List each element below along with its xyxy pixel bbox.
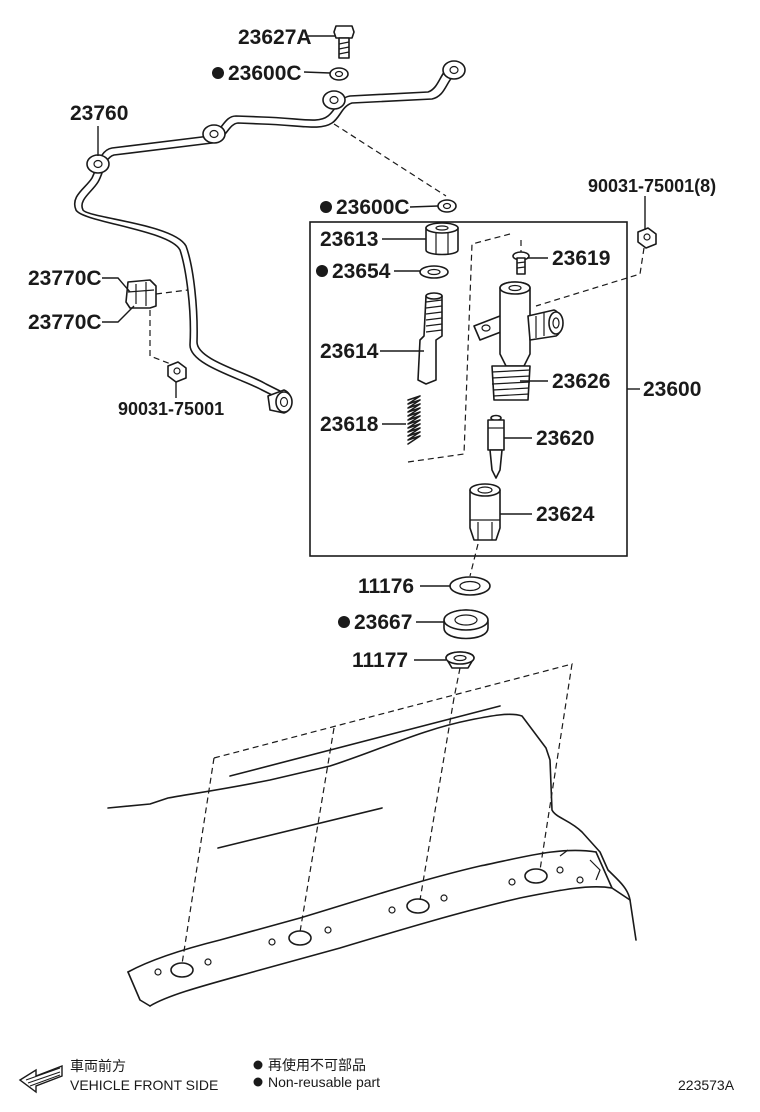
label-23614: 23614	[320, 340, 379, 363]
legend-dot-icon	[253, 1077, 263, 1087]
label-23600C-mid: 23600C	[336, 196, 410, 219]
label-23619: 23619	[552, 247, 610, 270]
label-23613: 23613	[320, 228, 378, 251]
gasket-23600C-mid	[437, 199, 457, 213]
washer-23654	[419, 265, 449, 279]
vehicle-front-arrow-icon	[18, 1064, 63, 1094]
part-labels: 23627A 23600C 23760 23600C 90031-75001(8…	[28, 26, 716, 672]
figure-code: 223573A	[678, 1077, 735, 1093]
legend-dot-icon	[253, 1060, 263, 1070]
label-23600: 23600	[643, 378, 701, 401]
legend-front-jp: 車両前方	[70, 1058, 126, 1074]
label-23667: 23667	[354, 611, 412, 634]
union-bolt-23627A	[333, 25, 355, 59]
label-23770C-top: 23770C	[28, 267, 102, 290]
cylinder-head-outline	[107, 705, 637, 1007]
label-90031-75001: 90031-75001	[118, 399, 224, 419]
clamp-23770C	[125, 279, 157, 309]
mounting-guide-lines	[181, 663, 573, 965]
seat-11177	[445, 651, 475, 669]
label-90031-75001-8: 90031-75001(8)	[588, 176, 716, 196]
screw-23619	[512, 251, 530, 275]
pressure-pin-23614	[417, 292, 443, 385]
legend: 車両前方 VEHICLE FRONT SIDE 再使用不可部品 Non-reus…	[18, 1057, 735, 1094]
label-23627A: 23627A	[238, 26, 312, 49]
label-23770C-bottom: 23770C	[28, 311, 102, 334]
label-23760: 23760	[70, 102, 128, 125]
non-reusable-dot-23667	[338, 616, 350, 628]
label-23654: 23654	[332, 260, 391, 283]
nozzle-23620	[487, 414, 505, 479]
label-23624: 23624	[536, 503, 595, 526]
retaining-nut-23624	[469, 483, 501, 541]
spring-23618	[407, 395, 421, 445]
label-11176: 11176	[358, 575, 414, 598]
legend-nonreuse-en: Non-reusable part	[268, 1074, 380, 1090]
fuel-return-pipe	[73, 60, 466, 414]
label-23620: 23620	[536, 427, 594, 450]
gasket-23667	[443, 609, 489, 640]
legend-nonreuse-jp: 再使用不可部品	[268, 1057, 366, 1073]
label-23618: 23618	[320, 413, 379, 436]
label-23626: 23626	[552, 370, 610, 393]
nut-90031-75001	[167, 361, 187, 383]
legend-front-en: VEHICLE FRONT SIDE	[70, 1077, 218, 1093]
nut-23613	[425, 222, 459, 256]
non-reusable-dot-23600C-mid	[320, 201, 332, 213]
gasket-23600C-top	[329, 67, 349, 81]
non-reusable-dot-23600C-top	[212, 67, 224, 79]
label-11177: 11177	[352, 649, 408, 672]
non-reusable-dot-23654	[316, 265, 328, 277]
leader-lines	[97, 35, 646, 661]
injector-holder-23626	[473, 281, 564, 401]
label-23600C-top: 23600C	[228, 62, 302, 85]
seat-11176	[449, 576, 491, 596]
nut-90031-75001-8	[637, 227, 657, 249]
